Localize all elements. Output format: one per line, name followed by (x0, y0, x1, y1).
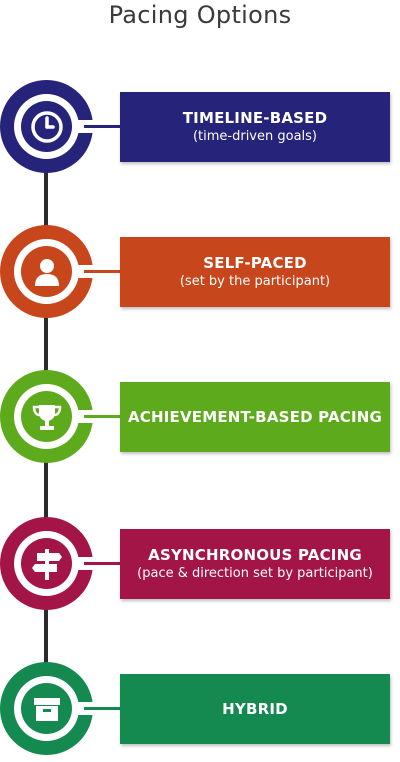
signpost-icon (31, 548, 62, 580)
trophy-icon (32, 404, 61, 430)
step-subtitle: (set by the participant) (179, 274, 331, 289)
step-box: HYBRID (120, 674, 390, 744)
step-title: ASYNCHRONOUS PACING (148, 546, 362, 564)
step-self-paced: SELF-PACED (set by the participant) (0, 225, 400, 325)
step-subtitle: (pace & direction set by participant) (137, 566, 373, 581)
step-title: HYBRID (222, 700, 288, 718)
step-ring (0, 225, 93, 318)
step-achievement-based: ACHIEVEMENT-BASED PACING (0, 370, 400, 470)
step-asynchronous: ASYNCHRONOUS PACING (pace & direction se… (0, 517, 400, 617)
step-timeline-based: TIMELINE-BASED (time-driven goals) (0, 80, 400, 180)
step-hybrid: HYBRID (0, 662, 400, 762)
archive-box-icon (33, 697, 60, 721)
step-box: SELF-PACED (set by the participant) (120, 237, 390, 307)
step-ring (0, 662, 93, 755)
person-icon (34, 258, 59, 286)
step-title: TIMELINE-BASED (182, 109, 328, 127)
step-title: ACHIEVEMENT-BASED PACING (127, 408, 383, 426)
step-ring (0, 80, 93, 173)
step-box: TIMELINE-BASED (time-driven goals) (120, 92, 390, 162)
step-ring (0, 517, 93, 610)
step-box: ASYNCHRONOUS PACING (pace & direction se… (120, 529, 390, 599)
step-ring (0, 370, 93, 463)
step-title: SELF-PACED (203, 254, 307, 272)
step-subtitle: (time-driven goals) (192, 129, 318, 144)
step-box: ACHIEVEMENT-BASED PACING (120, 382, 390, 452)
clock-icon (30, 110, 63, 143)
page-title: Pacing Options (108, 1, 292, 29)
